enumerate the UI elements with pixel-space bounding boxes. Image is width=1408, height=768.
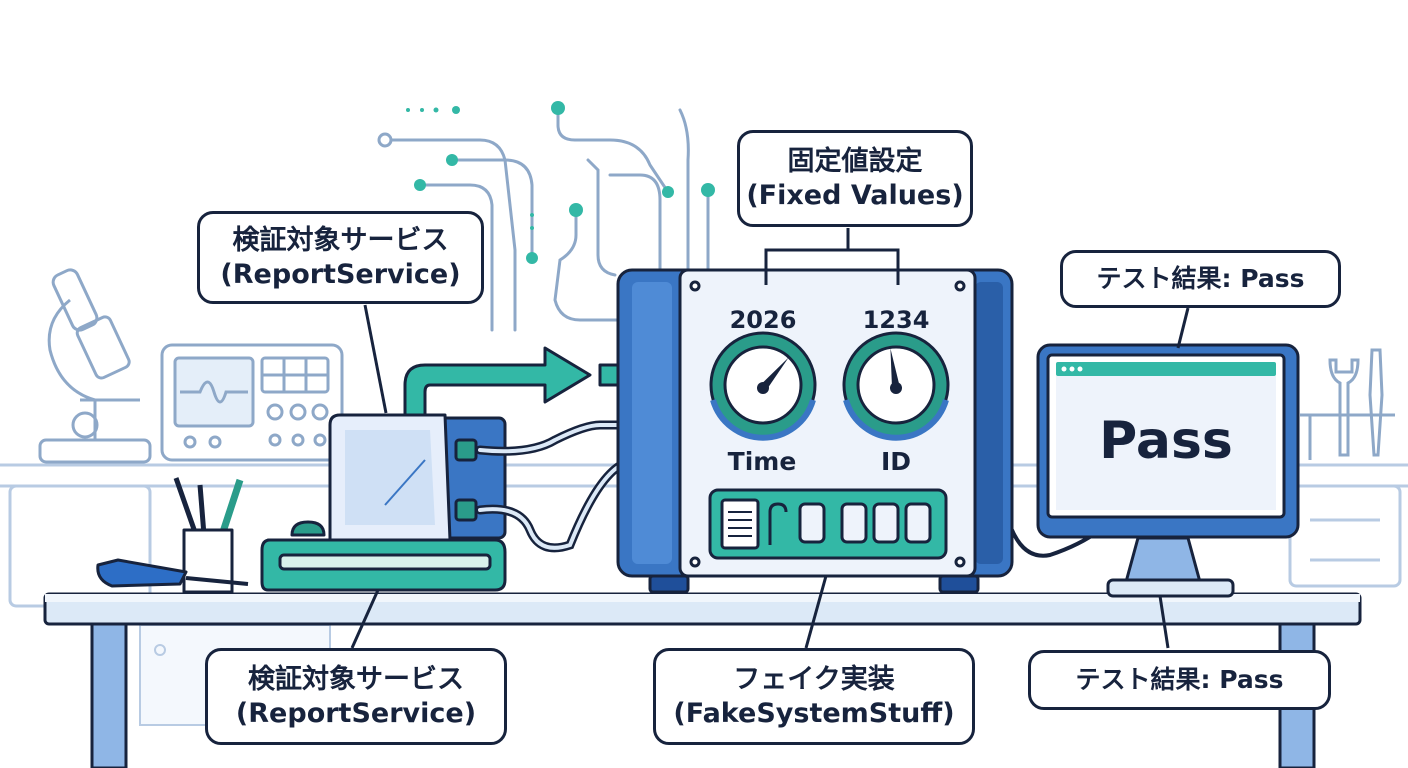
dial-id: [842, 331, 950, 441]
callout-line-1: 検証対象サービス: [248, 663, 464, 695]
callout-target-service-top: 検証対象サービス (ReportService): [197, 211, 484, 304]
callout-leaders: [350, 228, 1190, 649]
callout-line-2: (ReportService): [235, 697, 477, 729]
dial-id-needle: [890, 348, 900, 389]
circuit-traces: [383, 108, 710, 332]
callout-fake-implementation: フェイク実装 (FakeSystemStuff): [653, 648, 975, 745]
callout-line-1: テスト結果: Pass: [1075, 665, 1284, 695]
callout-line-1: フェイク実装: [733, 663, 895, 695]
callout-line-2: (ReportService): [220, 258, 461, 290]
dial-id-label: ID: [881, 447, 911, 476]
callout-line-2: (FakeSystemStuff): [673, 697, 955, 729]
monitor: [1036, 343, 1300, 598]
callout-line-1: 検証対象サービス: [232, 224, 449, 256]
dial-id-value: 1234: [863, 306, 930, 334]
dial-time-needle: [759, 357, 789, 391]
callout-target-service-bottom: 検証対象サービス (ReportService): [205, 648, 507, 745]
dial-time-label: Time: [728, 447, 797, 476]
callout-line-2: (Fixed Values): [746, 179, 964, 211]
callout-fixed-values: 固定値設定 (Fixed Values): [737, 130, 973, 227]
circuit-nodes: [377, 101, 715, 264]
callout-line-1: テスト結果: Pass: [1096, 264, 1305, 294]
callout-test-result-bottom: テスト結果: Pass: [1028, 650, 1331, 710]
dial-time: [709, 331, 817, 441]
callout-line-1: 固定値設定: [787, 145, 923, 177]
microscope-icon: [38, 268, 152, 464]
dial-time-value: 2026: [730, 306, 797, 334]
screwdriver-icon: [96, 558, 249, 588]
wrench-icon: [1300, 348, 1395, 460]
control-strip: [708, 488, 948, 560]
oscilloscope-icon: [160, 343, 344, 462]
callout-test-result-top: テスト結果: Pass: [1060, 250, 1341, 308]
monitor-pass-text: Pass: [1099, 411, 1233, 471]
target-service-device: [260, 413, 507, 592]
cables: [475, 420, 1102, 558]
